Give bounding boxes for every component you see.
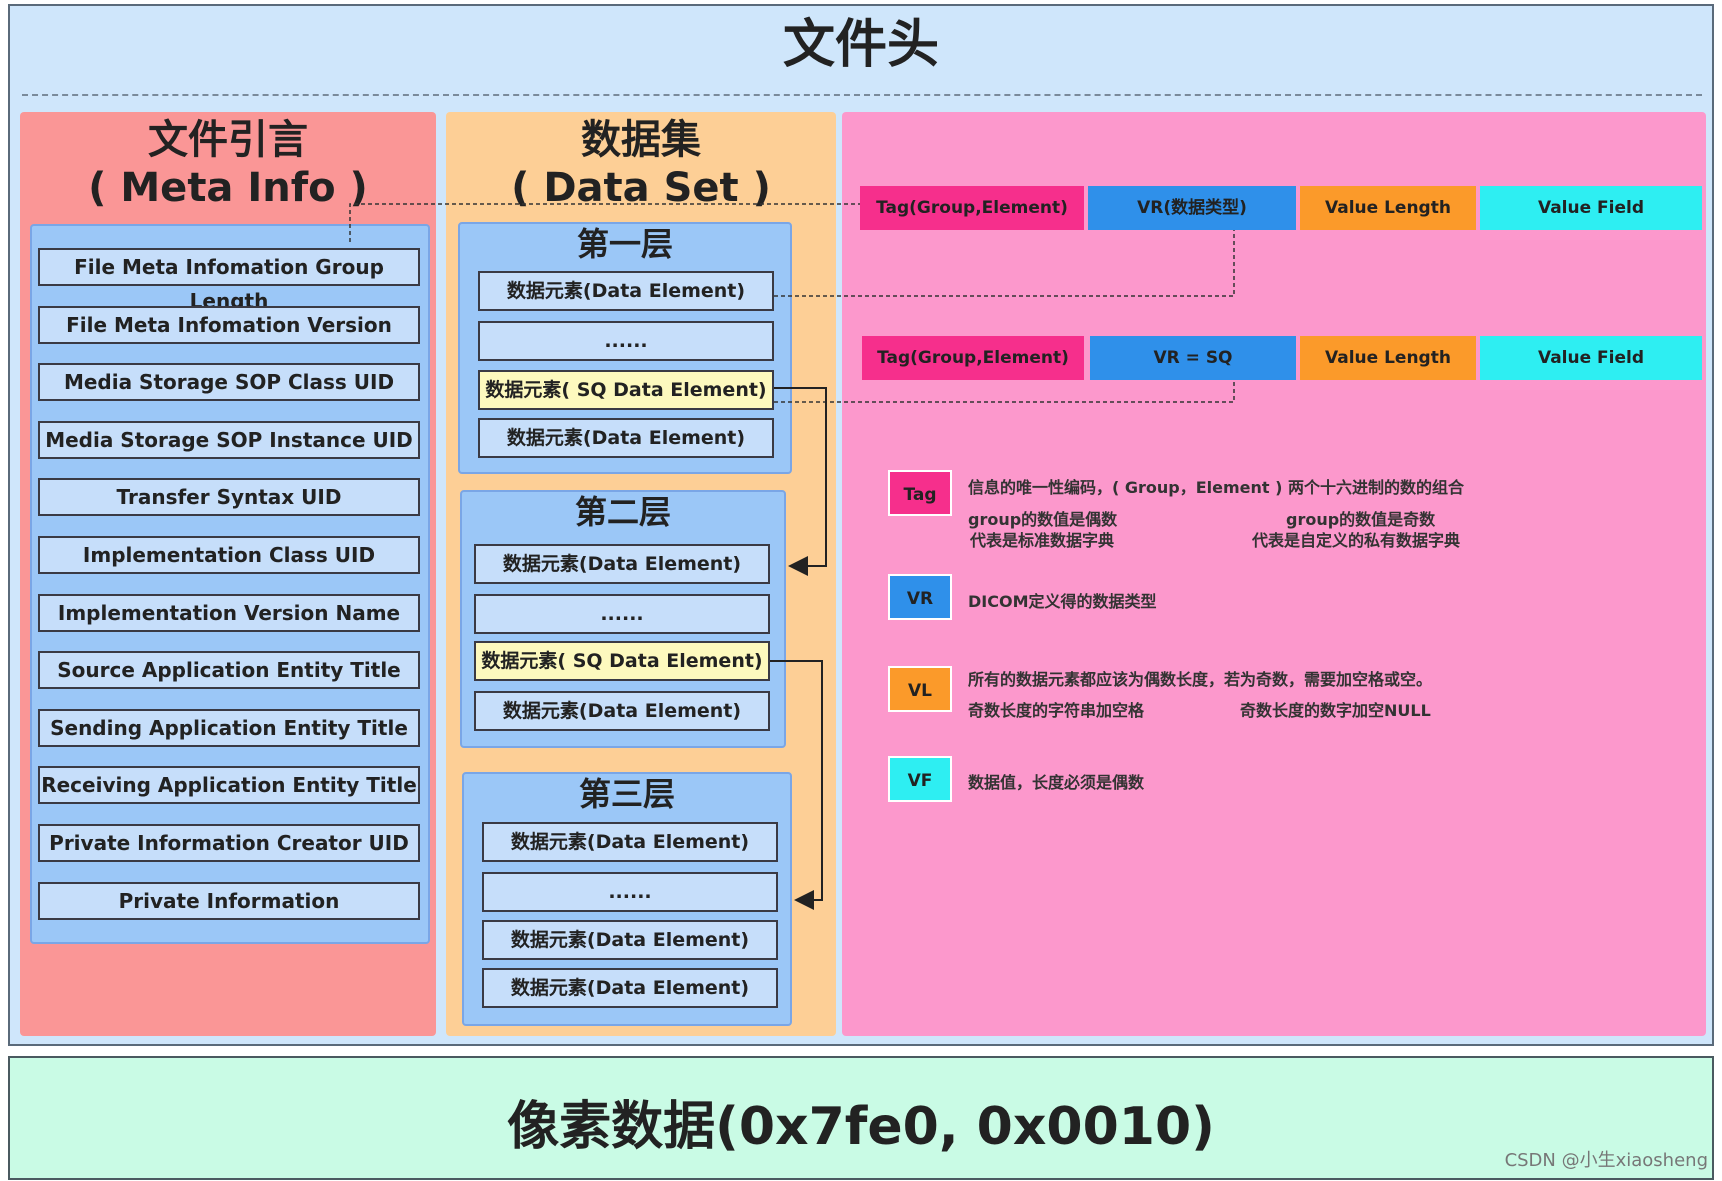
sq-data-element: 数据元素( SQ Data Element) [478,370,774,410]
field-value-field: Value Field [1480,186,1702,230]
element-detail-column [842,112,1706,1036]
pixel-data-label: 像素数据(0x7fe0, 0x0010) [507,1097,1215,1157]
meta-item: Media Storage SOP Class UID [38,363,420,401]
legend-vr-desc: DICOM定义得的数据类型 [968,592,1157,611]
watermark: CSDN @小生xiaosheng [1504,1150,1708,1171]
layer-3-title: 第三层 [578,775,675,813]
legend-vl-desc: 所有的数据元素都应该为偶数长度，若为奇数，需要加空格或空。 [968,670,1433,689]
legend-vl-swatch: VL [888,666,952,712]
data-element: 数据元素(Data Element) [482,822,778,862]
meta-title-line2: ( Meta Info ) [88,165,368,211]
nesting-arrow [770,660,823,910]
legend-vr-swatch: VR [888,574,952,620]
data-element: 数据元素(Data Element) [474,691,770,731]
layer-2-title: 第二层 [574,493,671,531]
data-element: 数据元素(Data Element) [478,418,774,458]
legend-tag-odd-1: group的数值是奇数 [1286,510,1436,529]
meta-item: Source Application Entity Title [38,651,420,689]
dataset-title-line1: 数据集 [581,117,701,163]
data-element: 数据元素(Data Element) [478,271,774,311]
dashed-connector [774,230,1235,297]
sq-data-element: 数据元素( SQ Data Element) [474,641,770,681]
legend-tag-even-2: 代表是标准数据字典 [970,531,1115,550]
meta-item: Private Information [38,882,420,920]
data-element: 数据元素(Data Element) [474,544,770,584]
meta-item: Media Storage SOP Instance UID [38,421,420,459]
meta-item: File Meta Infomation Group Length [38,248,420,313]
field-tag: Tag(Group,Element) [860,186,1084,230]
meta-info-title: 文件引言 ( Meta Info ) [20,116,436,212]
meta-item: File Meta Infomation Version [38,306,420,344]
legend-vf-desc: 数据值，长度必须是偶数 [968,773,1145,792]
meta-item: Implementation Version Name [38,594,420,632]
data-element: 数据元素(Data Element) [482,920,778,960]
meta-item: Transfer Syntax UID [38,478,420,516]
meta-item: Receiving Application Entity Title [38,766,420,804]
meta-item: Private Information Creator UID [38,824,420,862]
field-value-field: Value Field [1480,336,1702,380]
legend-tag-odd-2: 代表是自定义的私有数据字典 [1252,531,1461,550]
legend-vf-swatch: VF [888,756,952,802]
dashed-connector [774,380,1235,403]
layer-1-title: 第一层 [576,225,673,263]
data-element-ellipsis: ...... [474,594,770,634]
meta-item: Implementation Class UID [38,536,420,574]
header-divider [22,94,1702,96]
legend-tag-even-1: group的数值是偶数 [968,510,1118,529]
nesting-arrow [774,387,827,576]
meta-title-line1: 文件引言 [148,117,308,163]
field-value-length: Value Length [1300,336,1476,380]
field-vr-sq: VR = SQ [1090,336,1296,380]
field-vr: VR(数据类型) [1088,186,1296,230]
file-header-title: 文件头 [782,15,939,75]
data-element: 数据元素(Data Element) [482,968,778,1008]
legend-vl-sub-2: 奇数长度的数字加空NULL [1240,701,1431,720]
legend-vl-sub-1: 奇数长度的字符串加空格 [968,701,1145,720]
legend-tag-swatch: Tag [888,470,952,516]
dashed-connector [349,203,860,242]
pixel-data-region [8,1056,1714,1180]
field-tag: Tag(Group,Element) [862,336,1084,380]
field-value-length: Value Length [1300,186,1476,230]
meta-item: Sending Application Entity Title [38,709,420,747]
data-element-ellipsis: ...... [482,872,778,912]
data-element-ellipsis: ...... [478,321,774,361]
legend-tag-desc: 信息的唯一性编码，( Group，Element ) 两个十六进制的数的组合 [968,478,1465,497]
